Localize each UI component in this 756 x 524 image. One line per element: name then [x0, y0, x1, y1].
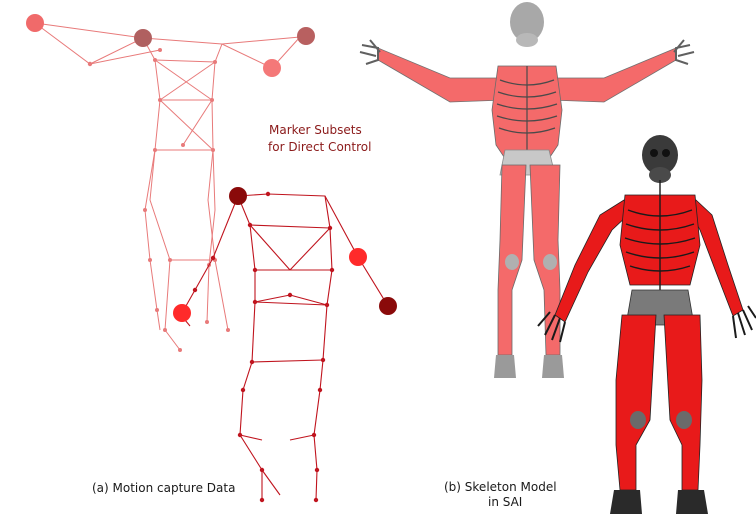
marker-left-hand-dark: [173, 304, 191, 322]
mocap-markers-dark: [193, 192, 334, 502]
marker-right-hand-dark: [379, 297, 397, 315]
caption-a: (a) Motion capture Data: [92, 481, 235, 496]
marker-right-elbow-light: [263, 59, 281, 77]
skeleton-model-front: [538, 135, 756, 514]
marker-right-elbow-dark: [349, 248, 367, 266]
marker-right-hand-light: [297, 27, 315, 45]
caption-b-line-1: (b) Skeleton Model: [444, 480, 557, 495]
marker-head-dark: [229, 187, 247, 205]
annotation-line-2: for Direct Control: [268, 139, 371, 155]
caption-b-line-2: in SAI: [488, 495, 522, 510]
marker-head-light: [134, 29, 152, 47]
marker-left-hand-light: [26, 14, 44, 32]
annotation-line-1: Marker Subsets: [269, 122, 362, 138]
